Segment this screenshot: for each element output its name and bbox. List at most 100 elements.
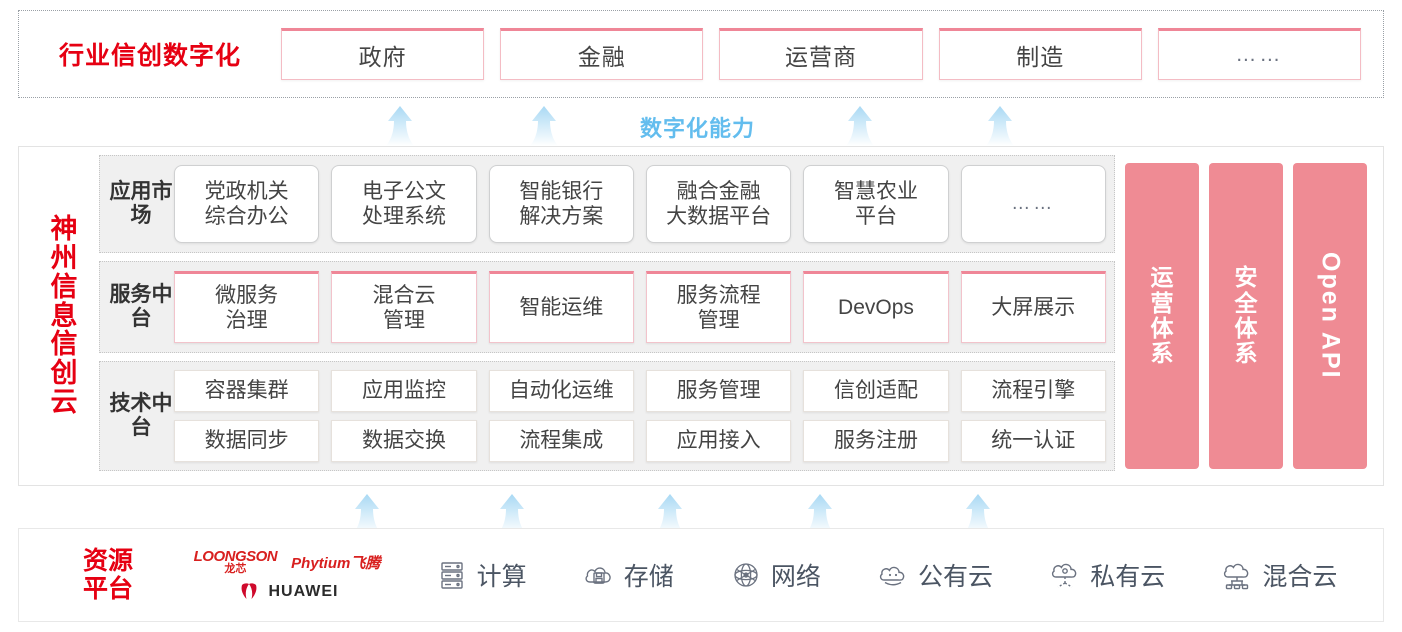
cloud-platform-body: 应用市场 党政机关 综合办公 电子公文 处理系统 智能银行 解决方案 融合金融 … bbox=[93, 147, 1383, 485]
cloud-title-char: 信 bbox=[50, 271, 78, 302]
resource-item-private-cloud[interactable]: 私有云 bbox=[1048, 557, 1165, 593]
cloud-title-char: 云 bbox=[50, 387, 78, 418]
resource-item-hybrid-cloud[interactable]: 混合云 bbox=[1220, 557, 1337, 593]
service-platform-cells: 微服务 治理 混合云 管理 智能运维 服务流程 管理 DevOps 大屏展示 bbox=[174, 268, 1106, 346]
cloud-platform-title: 神 州 信 息 信 创 云 bbox=[35, 147, 93, 485]
industry-card-more[interactable]: …… bbox=[1157, 28, 1362, 80]
huawei-logo: HUAWEI bbox=[236, 583, 339, 601]
up-arrow-icon bbox=[490, 492, 534, 536]
tech-cell-app-monitor[interactable]: 应用监控 bbox=[331, 370, 477, 412]
huawei-logo-text: HUAWEI bbox=[268, 583, 339, 600]
tech-cell-data-exchange[interactable]: 数据交换 bbox=[331, 420, 477, 462]
resource-title-line1: 资源 bbox=[82, 547, 133, 575]
resource-item-label: 计算 bbox=[476, 563, 527, 591]
app-cell-gov-office[interactable]: 党政机关 综合办公 bbox=[174, 165, 320, 243]
hybrid-cloud-icon bbox=[1220, 558, 1254, 592]
capability-arrow-band: 数字化能力 bbox=[0, 100, 1402, 148]
resource-item-label: 混合云 bbox=[1262, 563, 1338, 591]
resource-item-public-cloud[interactable]: 公有云 bbox=[876, 557, 993, 593]
loongson-logo-cn: 龙芯 bbox=[224, 563, 247, 575]
network-icon bbox=[729, 558, 763, 592]
industry-band-title: 行业信创数字化 bbox=[58, 42, 241, 70]
app-cell-smart-bank[interactable]: 智能银行 解决方案 bbox=[488, 165, 634, 243]
tech-cell-data-sync[interactable]: 数据同步 bbox=[174, 420, 320, 462]
layer-tech-platform: 技术中台 容器集群 应用监控 自动化运维 服务管理 信创适配 流程引擎 数据同步 bbox=[99, 361, 1115, 471]
app-cell-fin-bigdata[interactable]: 融合金融 大数据平台 bbox=[645, 165, 792, 243]
layer-stack: 应用市场 党政机关 综合办公 电子公文 处理系统 智能银行 解决方案 融合金融 … bbox=[99, 155, 1115, 477]
side-bar-security-label: 安全体系 bbox=[1234, 264, 1258, 367]
tech-cell-service-registry[interactable]: 服务注册 bbox=[803, 420, 949, 462]
resource-title-line2: 平台 bbox=[82, 575, 133, 603]
svc-cell-smart-ops[interactable]: 智能运维 bbox=[488, 271, 634, 343]
capability-label: 数字化能力 bbox=[640, 116, 756, 141]
resource-item-label: 网络 bbox=[770, 563, 821, 591]
loongson-logo: LOONGSON 龙芯 bbox=[194, 549, 278, 575]
cloud-platform-panel: 神 州 信 息 信 创 云 应用市场 党政机关 综合办公 电子公文 处理系统 智… bbox=[18, 146, 1384, 486]
industry-card-manufacturing[interactable]: 制造 bbox=[938, 28, 1142, 80]
up-arrow-icon bbox=[345, 492, 389, 536]
up-arrow-icon bbox=[978, 104, 1022, 148]
side-bar-open-api[interactable]: Open API bbox=[1293, 163, 1367, 469]
vendor-row-2: HUAWEI bbox=[236, 583, 339, 601]
app-market-cells: 党政机关 综合办公 电子公文 处理系统 智能银行 解决方案 融合金融 大数据平台… bbox=[174, 162, 1106, 246]
svc-cell-microservice-governance[interactable]: 微服务 治理 bbox=[174, 271, 320, 343]
layer-label-app-market: 应用市场 bbox=[109, 180, 173, 227]
up-arrow-icon bbox=[956, 492, 1000, 536]
app-cell-smart-agriculture[interactable]: 智慧农业 平台 bbox=[803, 165, 949, 243]
tech-cell-process-integration[interactable]: 流程集成 bbox=[488, 420, 634, 462]
resource-item-network[interactable]: 网络 bbox=[729, 557, 821, 593]
resource-item-label: 存储 bbox=[623, 563, 674, 591]
up-arrow-icon bbox=[648, 492, 692, 536]
public-cloud-icon bbox=[876, 558, 910, 592]
side-bar-operations-label: 运营体系 bbox=[1150, 264, 1174, 367]
industry-card-government[interactable]: 政府 bbox=[281, 28, 485, 80]
resource-item-label: 私有云 bbox=[1090, 563, 1166, 591]
resource-item-storage[interactable]: 存储 bbox=[582, 557, 674, 593]
resource-arrow-band bbox=[0, 486, 1402, 536]
svc-cell-hybrid-cloud-mgmt[interactable]: 混合云 管理 bbox=[331, 271, 477, 343]
tech-cell-xinchuang-adapt[interactable]: 信创适配 bbox=[803, 370, 949, 412]
tech-cell-auto-ops[interactable]: 自动化运维 bbox=[488, 370, 634, 412]
tech-row-1: 容器集群 应用监控 自动化运维 服务管理 信创适配 流程引擎 bbox=[174, 370, 1106, 412]
tech-cell-container-cluster[interactable]: 容器集群 bbox=[174, 370, 320, 412]
app-cell-edoc-system[interactable]: 电子公文 处理系统 bbox=[331, 165, 477, 243]
tech-cell-unified-auth[interactable]: 统一认证 bbox=[960, 420, 1106, 462]
svc-cell-devops[interactable]: DevOps bbox=[803, 271, 949, 343]
cloud-title-char: 创 bbox=[50, 358, 78, 389]
cloud-storage-icon bbox=[582, 558, 616, 592]
resource-platform-panel: 资源 平台 LOONGSON 龙芯 Phytium飞腾 HUAWEI bbox=[18, 528, 1384, 622]
tech-platform-rows: 容器集群 应用监控 自动化运维 服务管理 信创适配 流程引擎 数据同步 数据交换… bbox=[174, 368, 1106, 464]
up-arrow-icon bbox=[522, 104, 566, 148]
cloud-title-char: 州 bbox=[50, 242, 78, 273]
side-bar-security-system[interactable]: 安全体系 bbox=[1209, 163, 1283, 469]
cloud-title-char: 神 bbox=[50, 213, 78, 244]
layer-service-platform: 服务中台 微服务 治理 混合云 管理 智能运维 服务流程 管理 DevOps 大… bbox=[99, 261, 1115, 353]
svc-cell-service-process-mgmt[interactable]: 服务流程 管理 bbox=[645, 271, 792, 343]
industry-card-list: 政府 金融 运营商 制造 …… bbox=[281, 28, 1383, 80]
tech-cell-service-mgmt[interactable]: 服务管理 bbox=[645, 370, 792, 412]
tech-cell-process-engine[interactable]: 流程引擎 bbox=[960, 370, 1106, 412]
up-arrow-icon bbox=[798, 492, 842, 536]
up-arrow-icon bbox=[378, 104, 422, 148]
vendor-logo-group: LOONGSON 龙芯 Phytium飞腾 HUAWEI bbox=[167, 549, 407, 601]
side-bar-operations-system[interactable]: 运营体系 bbox=[1125, 163, 1199, 469]
huawei-flower-icon bbox=[236, 583, 262, 601]
resource-item-compute[interactable]: 计算 bbox=[435, 557, 527, 593]
resource-platform-title: 资源 平台 bbox=[49, 547, 167, 603]
tech-cell-app-access[interactable]: 应用接入 bbox=[645, 420, 792, 462]
svc-cell-bigscreen-display[interactable]: 大屏展示 bbox=[960, 271, 1106, 343]
server-icon bbox=[435, 558, 469, 592]
industry-band: 行业信创数字化 政府 金融 运营商 制造 …… bbox=[18, 10, 1384, 98]
cloud-title-char: 信 bbox=[50, 329, 78, 360]
vendor-row-1: LOONGSON 龙芯 Phytium飞腾 bbox=[194, 549, 381, 575]
layer-app-market: 应用市场 党政机关 综合办公 电子公文 处理系统 智能银行 解决方案 融合金融 … bbox=[99, 155, 1115, 253]
resource-item-list: 计算 存储 bbox=[407, 557, 1383, 593]
private-cloud-icon bbox=[1048, 558, 1082, 592]
layer-label-tech-platform: 技术中台 bbox=[109, 392, 173, 439]
industry-card-finance[interactable]: 金融 bbox=[500, 28, 704, 80]
app-cell-more[interactable]: …… bbox=[960, 165, 1106, 243]
industry-card-telecom[interactable]: 运营商 bbox=[719, 28, 923, 80]
resource-item-label: 公有云 bbox=[918, 563, 994, 591]
layer-label-service-platform: 服务中台 bbox=[109, 283, 173, 330]
